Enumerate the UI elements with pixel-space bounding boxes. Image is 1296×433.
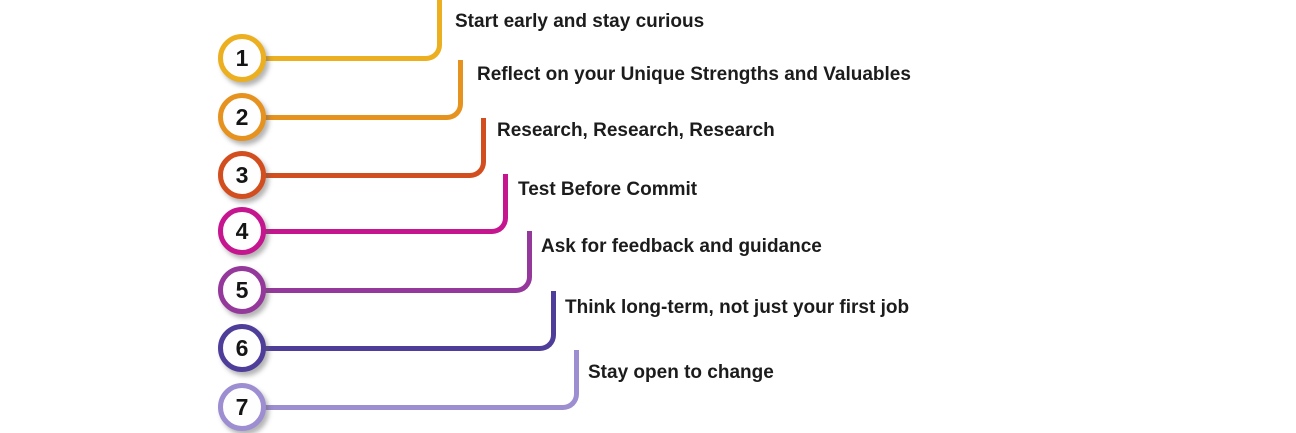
step-label: Ask for feedback and guidance (541, 236, 822, 257)
step-label: Research, Research, Research (497, 120, 775, 141)
step-number: 5 (235, 276, 249, 303)
connector-line (263, 231, 532, 293)
step-number-circle: 1 (218, 34, 266, 82)
step-number-circle: 7 (218, 383, 266, 431)
connector-line (263, 291, 556, 351)
step-number-circle: 5 (218, 266, 266, 314)
step-number: 1 (235, 44, 249, 71)
step-number-circle: 4 (218, 207, 266, 255)
step-number: 3 (235, 161, 249, 188)
step-label: Stay open to change (588, 362, 774, 383)
connector-line (263, 60, 463, 120)
step-number: 7 (235, 393, 249, 420)
step-number: 4 (235, 217, 249, 244)
step-label: Reflect on your Unique Strengths and Val… (477, 64, 911, 85)
step-label: Think long-term, not just your first job (565, 297, 910, 318)
connector-line (263, 350, 579, 410)
step-label: Test Before Commit (518, 179, 698, 200)
connector-line (263, 174, 508, 234)
step-number: 6 (235, 334, 249, 361)
step-number: 2 (235, 103, 249, 130)
step-number-circle: 6 (218, 324, 266, 372)
connector-line (263, 0, 442, 61)
step-number-circle: 2 (218, 93, 266, 141)
step-label: Start early and stay curious (455, 11, 705, 32)
step-number-circle: 3 (218, 151, 266, 199)
connector-line (263, 118, 486, 178)
